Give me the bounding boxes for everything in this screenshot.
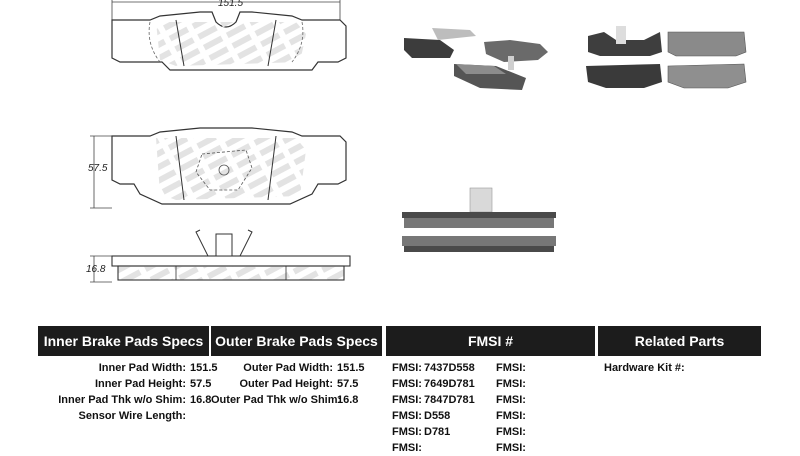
fmsi-value: D558 — [424, 410, 451, 422]
spec-row: Inner Pad Thk w/o Shim: 16.8 — [38, 392, 218, 408]
fmsi-row: FMSI:7437D558 — [392, 360, 475, 376]
fmsi-value: 7649D781 — [424, 378, 475, 390]
brake-pad-drawing: 151.5 57.5 16.8 — [86, 0, 747, 283]
spec-label: Sensor Wire Length: — [78, 410, 186, 422]
spec-row: Outer Pad Width: 151.5 — [211, 360, 365, 376]
fmsi-label: FMSI: — [496, 394, 526, 406]
header-outer-specs: Outer Brake Pads Specs — [211, 326, 382, 356]
fmsi-label: FMSI: — [496, 426, 526, 438]
fmsi-row: FMSI: — [496, 376, 528, 392]
fmsi-label: FMSI: — [496, 442, 526, 454]
spec-label: Inner Pad Thk w/o Shim: — [58, 394, 186, 406]
spec-row: Inner Pad Width: 151.5 — [38, 360, 218, 376]
spec-label: Outer Pad Height: — [239, 378, 333, 390]
fmsi-label: FMSI: — [392, 442, 422, 454]
spec-label: Outer Pad Thk w/o Shim: — [211, 394, 342, 406]
spec-value: 16.8 — [190, 394, 212, 406]
fmsi-list-left: FMSI:7437D558 FMSI:7649D781 FMSI:7847D78… — [392, 360, 475, 456]
spec-row: Outer Pad Thk w/o Shim: 16.8 — [211, 392, 365, 408]
width-dimension: 151.5 — [218, 0, 243, 9]
product-photo-angled — [404, 28, 548, 90]
fmsi-label: FMSI: — [392, 362, 422, 374]
header-fmsi: FMSI # — [386, 326, 595, 356]
fmsi-row: FMSI:7847D781 — [392, 392, 475, 408]
fmsi-label: FMSI: — [392, 426, 422, 438]
product-photo-side — [402, 187, 556, 252]
product-photo-flat — [586, 26, 747, 89]
pad-front-view: 57.5 — [88, 127, 347, 209]
spec-label: Outer Pad Width: — [243, 362, 333, 374]
related-parts-list: Hardware Kit #: — [604, 360, 685, 376]
spec-row: Outer Pad Height: 57.5 — [211, 376, 365, 392]
spec-label: Inner Pad Height: — [94, 378, 186, 390]
outer-specs-list: Outer Pad Width: 151.5 Outer Pad Height:… — [211, 360, 365, 408]
fmsi-row: FMSI: — [496, 392, 528, 408]
header-related-parts: Related Parts — [598, 326, 761, 356]
fmsi-list-right: FMSI: FMSI: FMSI: FMSI: FMSI: FMSI: — [496, 360, 528, 456]
fmsi-label: FMSI: — [392, 394, 422, 406]
fmsi-label: FMSI: — [496, 362, 526, 374]
spec-row: Sensor Wire Length: — [38, 408, 218, 424]
spec-value: 151.5 — [190, 362, 218, 374]
fmsi-value: D781 — [424, 426, 451, 438]
fmsi-row: FMSI: — [392, 440, 475, 456]
fmsi-row: FMSI:D781 — [392, 424, 475, 440]
spec-value — [186, 408, 190, 424]
spec-value: 57.5 — [337, 378, 359, 390]
fmsi-label: FMSI: — [392, 410, 422, 422]
header-inner-specs: Inner Brake Pads Specs — [38, 326, 209, 356]
fmsi-label: FMSI: — [496, 410, 526, 422]
height-dimension: 57.5 — [88, 163, 108, 174]
pad-top-view: 151.5 — [111, 0, 347, 71]
fmsi-value: 7847D781 — [424, 394, 475, 406]
fmsi-label: FMSI: — [496, 378, 526, 390]
fmsi-row: FMSI: — [496, 424, 528, 440]
spec-value: 16.8 — [337, 394, 359, 406]
fmsi-row: FMSI: — [496, 360, 528, 376]
spec-label: Inner Pad Width: — [98, 362, 186, 374]
inner-specs-list: Inner Pad Width: 151.5 Inner Pad Height:… — [38, 360, 218, 424]
fmsi-row: FMSI: — [496, 440, 528, 456]
spec-value: 151.5 — [337, 362, 365, 374]
pad-side-view: 16.8 — [86, 229, 351, 283]
fmsi-row: FMSI:D558 — [392, 408, 475, 424]
fmsi-row: FMSI: — [496, 408, 528, 424]
hardware-kit-label: Hardware Kit #: — [604, 362, 685, 374]
fmsi-label: FMSI: — [392, 378, 422, 390]
spec-value: 57.5 — [190, 378, 212, 390]
spec-row: Inner Pad Height: 57.5 — [38, 376, 218, 392]
thickness-dimension: 16.8 — [86, 264, 106, 275]
fmsi-value: 7437D558 — [424, 362, 475, 374]
fmsi-row: FMSI:7649D781 — [392, 376, 475, 392]
